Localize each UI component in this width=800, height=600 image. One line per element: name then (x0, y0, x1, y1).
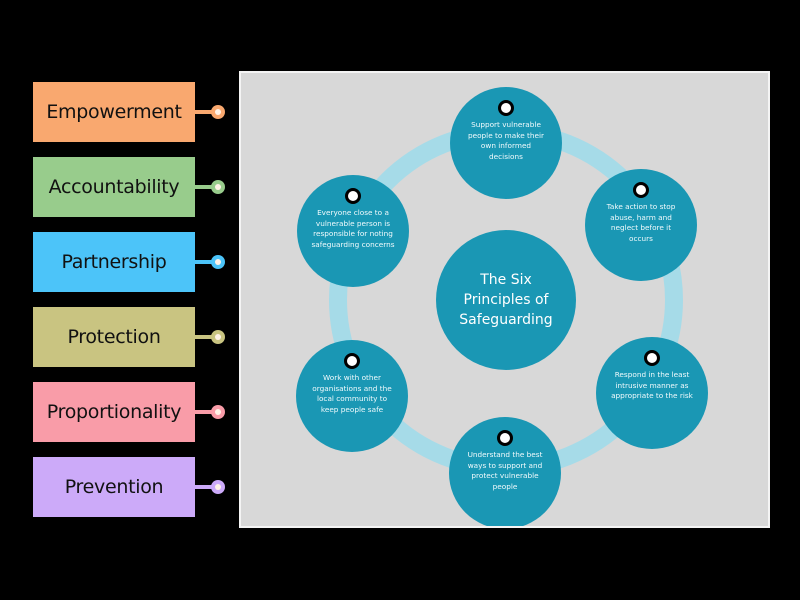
tile-anchor-pin-icon[interactable] (211, 480, 225, 494)
tile-connector (195, 335, 215, 339)
tile-connector (195, 185, 215, 189)
center-title-circle: The Six Principles of Safeguarding (436, 230, 576, 370)
target-text: Support vulnerable people to make their … (467, 120, 545, 161)
target-circle-bottom: Understand the best ways to support and … (449, 417, 561, 526)
tile-label: Prevention (64, 476, 164, 498)
diagram-panel: The Six Principles of Safeguarding Suppo… (239, 71, 770, 528)
tile-label: Empowerment (46, 101, 182, 123)
drop-zone-marker-icon[interactable] (498, 100, 514, 116)
tile-anchor-pin-icon[interactable] (211, 105, 225, 119)
tile-anchor-pin-icon[interactable] (211, 330, 225, 344)
tile-accountability[interactable]: Accountability (33, 157, 195, 217)
drop-zone-marker-icon[interactable] (497, 430, 513, 446)
target-circle-upper-right: Take action to stop abuse, harm and negl… (585, 169, 697, 281)
tile-label: Partnership (61, 251, 167, 273)
tile-empowerment[interactable]: Empowerment (33, 82, 195, 142)
tile-connector (195, 110, 215, 114)
tile-label: Proportionality (46, 401, 182, 423)
tile-label: Protection (67, 326, 161, 348)
drop-zone-marker-icon[interactable] (345, 188, 361, 204)
tile-anchor-pin-icon[interactable] (211, 180, 225, 194)
tile-protection[interactable]: Protection (33, 307, 195, 367)
target-circle-lower-left: Work with other organisations and the lo… (296, 340, 408, 452)
drop-zone-marker-icon[interactable] (633, 182, 649, 198)
tile-prevention[interactable]: Prevention (33, 457, 195, 517)
target-circle-lower-right: Respond in the least intrusive manner as… (596, 337, 708, 449)
target-circle-upper-left: Everyone close to a vulnerable person is… (297, 175, 409, 287)
tile-anchor-pin-icon[interactable] (211, 405, 225, 419)
target-text: Respond in the least intrusive manner as… (611, 370, 693, 400)
drop-zone-marker-icon[interactable] (644, 350, 660, 366)
target-text: Take action to stop abuse, harm and negl… (606, 202, 676, 243)
target-text: Everyone close to a vulnerable person is… (311, 208, 395, 249)
target-text: Work with other organisations and the lo… (312, 373, 392, 414)
target-circle-top: Support vulnerable people to make their … (450, 87, 562, 199)
tile-connector (195, 410, 215, 414)
center-title: The Six Principles of Safeguarding (459, 272, 553, 328)
tile-connector (195, 485, 215, 489)
tile-anchor-pin-icon[interactable] (211, 255, 225, 269)
drop-zone-marker-icon[interactable] (344, 353, 360, 369)
tile-proportionality[interactable]: Proportionality (33, 382, 195, 442)
tile-partnership[interactable]: Partnership (33, 232, 195, 292)
tile-label: Accountability (48, 176, 180, 198)
tile-connector (195, 260, 215, 264)
target-text: Understand the best ways to support and … (467, 450, 543, 491)
